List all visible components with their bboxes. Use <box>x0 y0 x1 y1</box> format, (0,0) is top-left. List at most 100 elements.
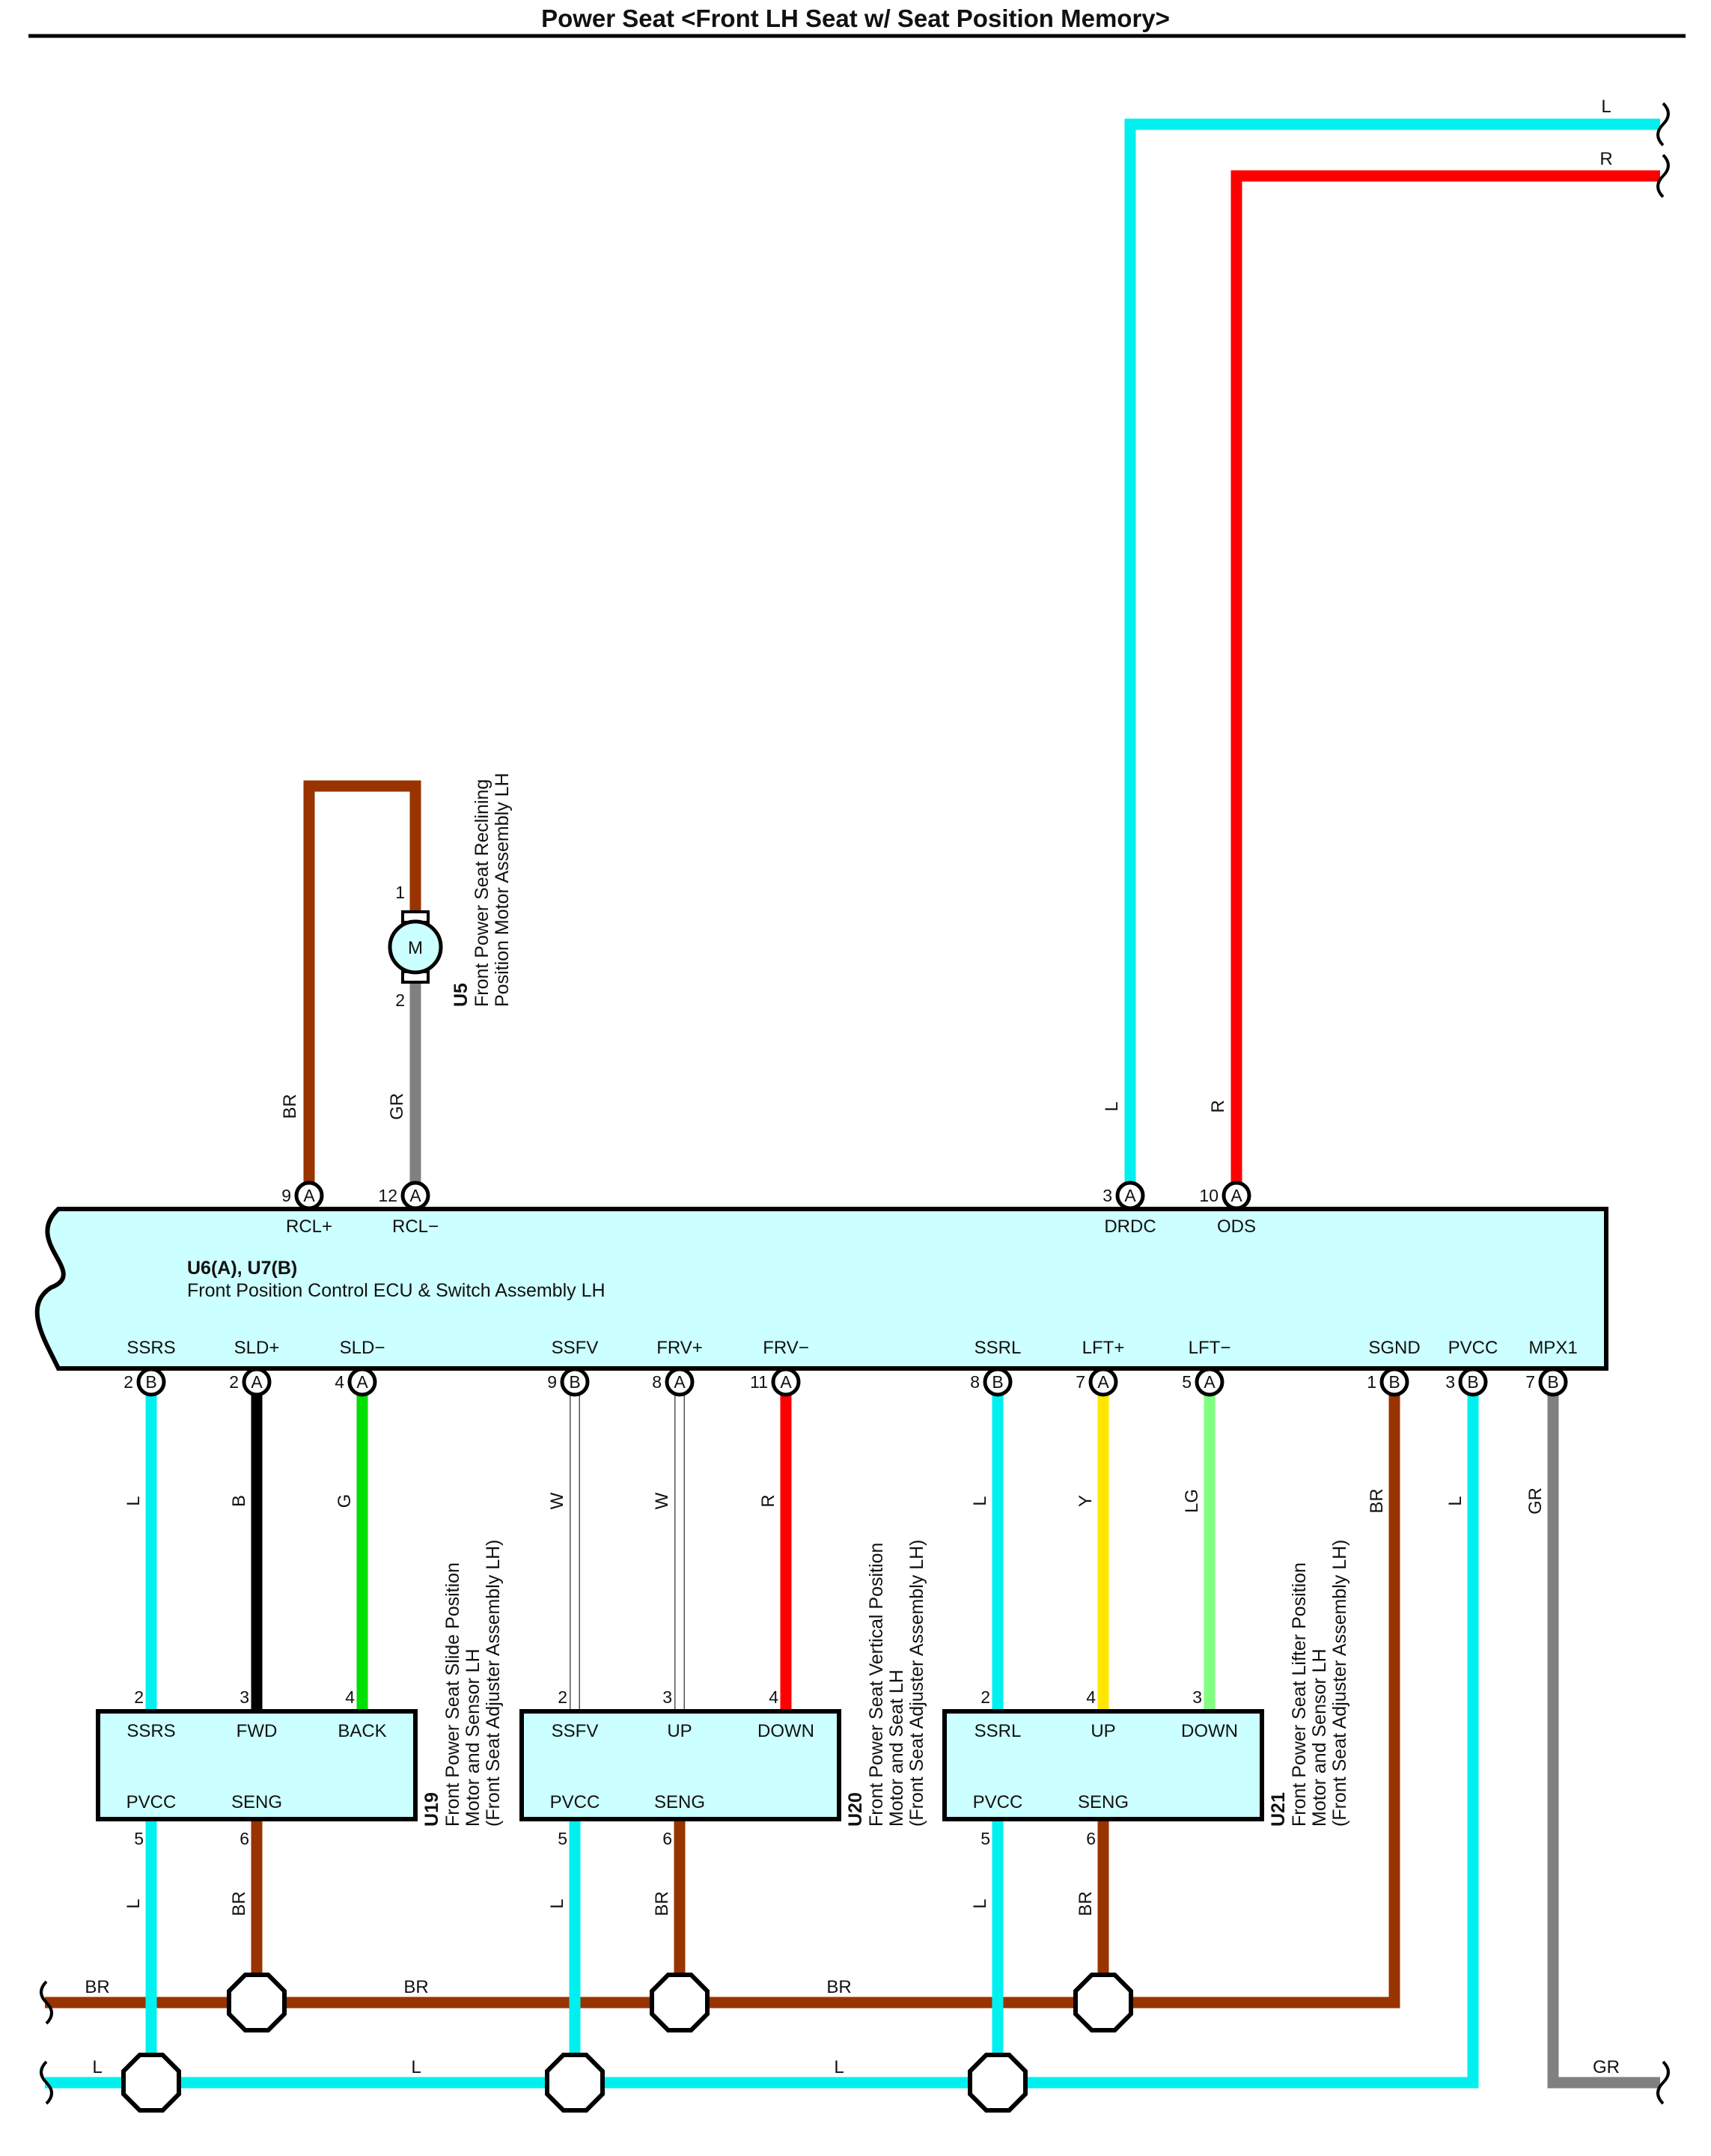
pin-number: 2 <box>229 1372 239 1392</box>
wire-color-label: W <box>547 1492 567 1509</box>
sensor-box-u20 <box>519 1709 841 1821</box>
wire-drdc <box>1124 118 1660 1196</box>
pin-circle-pvcc-letter: B <box>1467 1372 1478 1392</box>
sensor-id: U21 <box>1268 1792 1289 1827</box>
sensor-pin-name: DOWN <box>1181 1721 1238 1741</box>
sensor-name-line3: (Front Seat Adjuster Assembly LH) <box>483 1540 504 1827</box>
pin-name: DRDC <box>1104 1216 1156 1237</box>
sensor-name-line3: (Front Seat Adjuster Assembly LH) <box>906 1540 927 1827</box>
offpage-label: L <box>1601 97 1611 117</box>
pin-circle-ssfv <box>560 1367 590 1397</box>
pin-number: 5 <box>1182 1372 1192 1392</box>
pin-circle-sld+-letter: A <box>251 1372 263 1392</box>
wire-color-label: GR <box>1525 1487 1546 1514</box>
wire-color-label: L <box>547 1898 567 1908</box>
pin-circle-lft−-letter: A <box>1204 1372 1216 1392</box>
sensor-pin-name: SSRS <box>126 1721 175 1741</box>
pin-number: 4 <box>335 1372 344 1392</box>
splice-br-1 <box>227 1973 287 2032</box>
motor-pin-number: 1 <box>395 883 405 902</box>
bus-wire-label: L <box>92 2057 102 2077</box>
wire-color-label: BR <box>652 1891 672 1916</box>
pin-circle-ods <box>1222 1181 1251 1211</box>
bus-wire-label: BR <box>85 1977 109 1997</box>
sensor-pin-name: UP <box>667 1721 692 1741</box>
pin-number: 12 <box>378 1186 397 1205</box>
pin-name: SGND <box>1368 1338 1420 1358</box>
sensor-pin-number: 5 <box>134 1829 144 1848</box>
sensor-pin-number: 4 <box>769 1687 778 1707</box>
sensor-pin-name: UP <box>1091 1721 1115 1741</box>
pin-circle-lft+-letter: A <box>1097 1372 1109 1392</box>
pin-circle-drdc-letter: A <box>1124 1186 1136 1205</box>
sensor-pin-name: SSRL <box>975 1721 1022 1741</box>
pin-name: RCL+ <box>286 1216 332 1237</box>
pin-circle-ssrs-letter: B <box>145 1372 156 1392</box>
pin-number: 1 <box>1367 1372 1376 1392</box>
pin-circle-frv−-letter: A <box>780 1372 792 1392</box>
pin-circle-sgnd <box>1379 1367 1409 1397</box>
bus-wire-label: BR <box>403 1977 428 1997</box>
sensor-pin-name: BACK <box>338 1721 386 1741</box>
wire-color-label: R <box>1208 1100 1228 1112</box>
pin-circle-mpx1 <box>1538 1367 1568 1397</box>
pin-name: ODS <box>1217 1216 1256 1237</box>
sensor-name-line2: Motor and Seat LH <box>886 1669 907 1827</box>
sensor-pin-number: 2 <box>134 1687 144 1707</box>
pin-circle-ssrl <box>983 1367 1013 1397</box>
pin-circle-ssfv-letter: B <box>569 1372 580 1392</box>
wire-color-label: L <box>970 1496 990 1505</box>
pin-number: 3 <box>1102 1186 1112 1205</box>
markers-layer <box>40 102 1670 2113</box>
pin-number: 9 <box>281 1186 291 1205</box>
wire-ods <box>1230 170 1660 1196</box>
sensor-pin-number: 2 <box>980 1687 990 1707</box>
offpage-label: GR <box>1593 2057 1620 2077</box>
labels-layer: Power Seat <Front LH Seat w/ Seat Positi… <box>85 4 1620 2077</box>
break-mark <box>40 1980 53 2025</box>
pin-number: 8 <box>652 1372 662 1392</box>
sensor-pin-name: SSFV <box>552 1721 599 1741</box>
sensor-pin-name: SENG <box>231 1792 282 1812</box>
break-mark <box>1656 2060 1670 2105</box>
pin-circle-frv− <box>771 1367 801 1397</box>
wire-color-label: L <box>123 1898 144 1908</box>
wire-pvcc-bus <box>45 1382 1479 2089</box>
pin-name: LFT+ <box>1082 1338 1125 1358</box>
pin-number: 7 <box>1076 1372 1085 1392</box>
ecu-id: U6(A), U7(B) <box>187 1258 297 1279</box>
motor-symbol <box>388 919 443 975</box>
splice-l-2 <box>545 2053 605 2113</box>
pin-circle-sld+ <box>242 1367 272 1397</box>
sensor-name-line1: Front Power Seat Vertical Position <box>866 1543 887 1827</box>
wire-color-label: R <box>758 1494 778 1507</box>
motor-name-line2: Position Motor Assembly LH <box>492 773 513 1007</box>
pin-circle-ods-letter: A <box>1230 1186 1242 1205</box>
pin-circle-rcl−-letter: A <box>409 1186 421 1205</box>
wire-rcl-plus <box>303 780 421 1196</box>
pin-circle-rcl+ <box>294 1181 324 1211</box>
wire-color-label: L <box>970 1898 990 1908</box>
wire-mpx1 <box>1547 1382 1660 2089</box>
page-title: Power Seat <Front LH Seat w/ Seat Positi… <box>541 4 1170 32</box>
pin-circle-ssrl-letter: B <box>992 1372 1003 1392</box>
pin-circle-frv+ <box>665 1367 695 1397</box>
pin-circle-lft− <box>1195 1367 1224 1397</box>
bus-wire-label: L <box>411 2057 421 2077</box>
pin-circle-rcl− <box>400 1181 430 1211</box>
sensor-id: U19 <box>421 1792 442 1827</box>
sensor-pin-number: 5 <box>558 1829 567 1848</box>
sensor-name-line3: (Front Seat Adjuster Assembly LH) <box>1329 1540 1350 1827</box>
pin-circle-rcl+-letter: A <box>303 1186 315 1205</box>
sensor-pin-name: PVCC <box>550 1792 600 1812</box>
sensor-pin-name: SENG <box>1078 1792 1129 1812</box>
motor-name-line1: Front Power Seat Reclining <box>472 779 492 1007</box>
motor-letter: M <box>408 938 423 958</box>
offpage-label: R <box>1599 149 1612 169</box>
break-mark <box>1656 102 1670 147</box>
pin-name: SLD+ <box>234 1338 280 1358</box>
pin-name: LFT− <box>1189 1338 1231 1358</box>
pin-name: PVCC <box>1448 1338 1498 1358</box>
pin-number: 11 <box>750 1372 768 1392</box>
